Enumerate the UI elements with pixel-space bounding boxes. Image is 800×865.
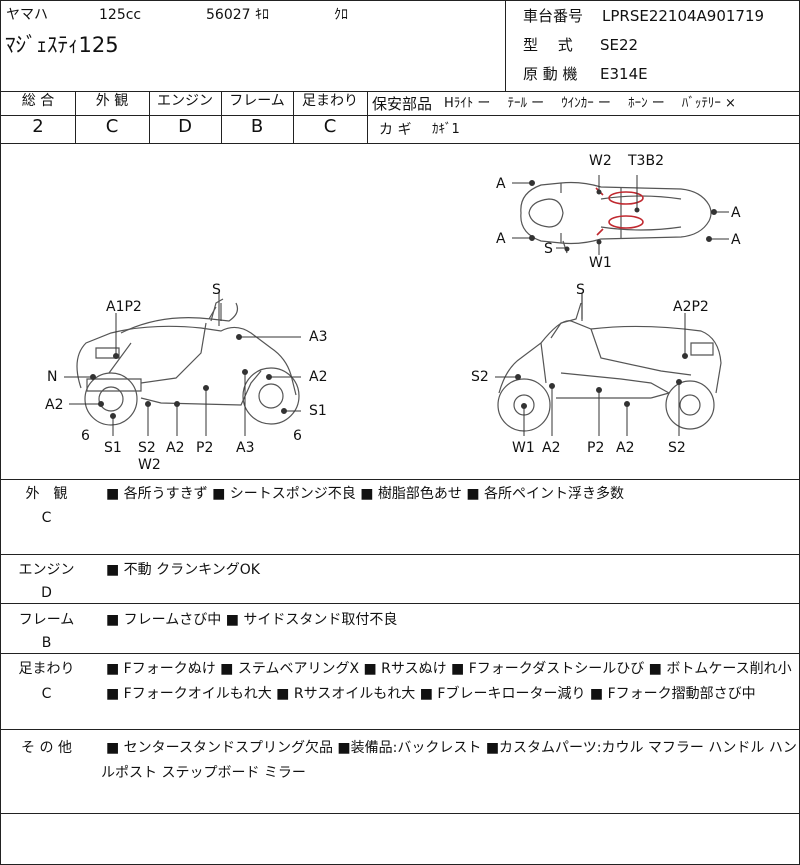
section-exterior: 外 観 C ■ 各所うすきず ■ シートスポンジ不良 ■ 樹脂部色あせ ■ 各所… [25,486,625,526]
label-left-a3-bottom: A3 [236,440,255,456]
parts-items: Hﾗｲﾄ ー ﾃｰﾙ ー ｳｲﾝｶｰ ー ﾎｰﾝ ー ﾊﾞｯﾃﾘｰ × [444,96,736,111]
left-side-view [76,293,300,426]
label-left-w2: W2 [138,457,161,473]
grade-engine: エンジン D [157,93,213,137]
label-left-s: S [212,282,221,298]
grade-frame: フレーム B [229,93,285,137]
label-right-w1: W1 [512,440,535,456]
divider [1,91,800,92]
model-name: ﾏｼﾞｪｽﾃｨ125 [5,33,119,57]
label-right-s2-front: S2 [471,369,489,385]
label-left-a3: A3 [309,329,328,345]
damage-diagram: W2 T3B2 A A A A S W1 S A1P2 A3 N A2 A2 S… [1,143,800,479]
displacement: 125cc [99,7,142,23]
label-right-a2p2: A2P2 [673,299,709,315]
section-frame: フレーム B ■ フレームさび中 ■ サイドスタンド取付不良 [18,612,398,651]
label-top-a2: A [496,231,506,247]
type-value: SE22 [600,36,639,54]
color: ｸﾛ [334,7,348,23]
vehicle-info: ヤマハ 125cc 56027 ｷﾛ ｸﾛ ﾏｼﾞｪｽﾃｨ125 [1,1,506,91]
label-left-p2: P2 [196,440,214,456]
maker: ヤマハ [6,7,48,23]
label-left-a2-rear: A2 [309,369,328,385]
grade-exterior: 外 観 C [95,93,129,137]
label-top-w1: W1 [589,255,612,271]
top-view [520,181,712,254]
label-left-6-front: 6 [81,428,90,444]
key-label: カ ギ [379,122,412,138]
grade-overall: 総 合 2 [21,93,55,137]
grade-suspension: 足まわり C [302,93,358,137]
label-left-a2: A2 [166,440,185,456]
label-right-a2: A2 [542,440,561,456]
label-left-6-rear: 6 [293,428,302,444]
key-value: ｶｷﾞ1 [432,122,460,137]
label-left-a2-front: A2 [45,397,64,413]
label-right-p2: P2 [587,440,605,456]
label-right-s: S [576,282,585,298]
label-top-a3: A [731,205,741,221]
parts-label: 保安部品 [372,95,433,113]
label-top-a1: A [496,176,506,192]
label-left-s1: S1 [104,440,122,456]
section-engine: エンジン D ■ 不動 クランキングOK [18,562,260,601]
label-top-s: S [544,241,553,257]
engine-label: 原 動 機 [523,65,578,83]
leader-lines [64,175,729,436]
frame-no-label: 車台番号 [523,7,584,25]
engine-value: E314E [600,65,648,83]
mileage: 56027 ｷﾛ [206,7,269,23]
label-top-a4: A [731,232,741,248]
type-label: 型 式 [523,36,573,54]
section-other: そ の 他 ■ センタースタンドスプリング欠品 ■装備品:バックレスト ■カスタ… [21,740,800,781]
label-left-n: N [47,369,58,385]
label-left-a1p2: A1P2 [106,299,142,315]
registration-info: 車台番号 LPRSE22104A901719 型 式 SE22 原 動 機 E3… [506,1,800,91]
frame-no: LPRSE22104A901719 [602,7,765,25]
label-left-s1-rear: S1 [309,403,327,419]
label-top-w2: W2 [589,153,612,169]
scooter-drawings [64,175,729,436]
label-right-s2: S2 [668,440,686,456]
label-top-t3b2: T3B2 [628,153,664,169]
section-suspension: 足まわり C ■ Fフォークぬけ ■ ステムベアリングX ■ Rサスぬけ ■ F… [18,661,792,702]
label-right-a2-rear: A2 [616,440,635,456]
label-left-s2: S2 [138,440,156,456]
